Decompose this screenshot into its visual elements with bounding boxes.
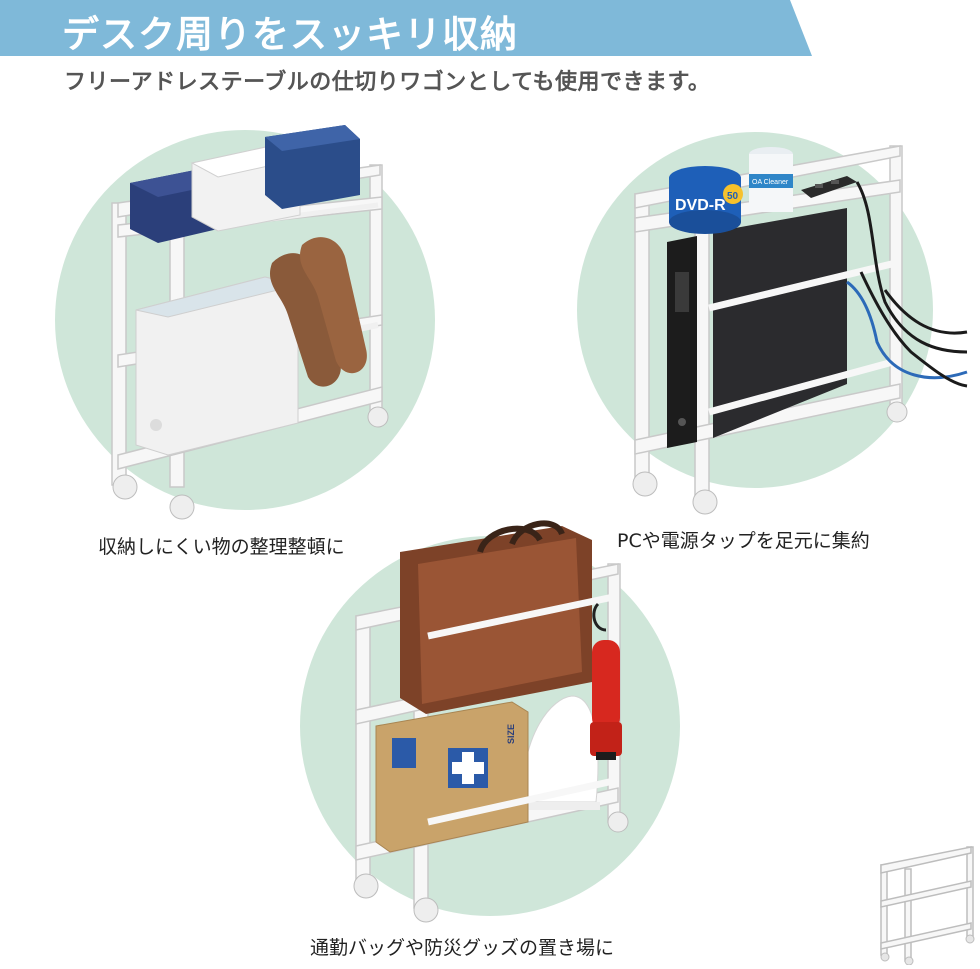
desktop-pc — [667, 236, 697, 448]
casters — [112, 406, 389, 520]
leather-shoes — [269, 237, 367, 387]
casters — [632, 401, 908, 515]
cleaner-tub: OA Cleaner — [749, 147, 793, 212]
scene-pc-illustration: DVD-R 50 OA Cleaner — [577, 132, 968, 515]
emergency-box: SIZE — [375, 701, 529, 853]
caption-pc: PCや電源タップを足元に集約 — [617, 530, 870, 552]
banner: デスク周りをスッキリ収納 — [0, 0, 812, 56]
caption-storage: 収納しにくい物の整理整頓に — [98, 536, 345, 558]
product-thumbnail — [875, 843, 977, 966]
scene-storage — [50, 125, 450, 525]
blue-box-2 — [265, 125, 360, 209]
scene-storage-illustration — [55, 125, 435, 520]
cables — [846, 181, 968, 388]
casters — [353, 811, 629, 923]
scene-bag-illustration: SIZE — [300, 520, 680, 923]
scene-pc: DVD-R 50 OA Cleaner — [575, 122, 975, 522]
rack-bar — [708, 356, 901, 416]
dvd-spindle: DVD-R 50 — [669, 166, 743, 234]
caption-bag: 通勤バッグや防災グッズの置き場に — [310, 937, 615, 959]
dvd-count: 50 — [727, 191, 739, 202]
rack-bar — [427, 592, 619, 640]
power-strip — [801, 176, 857, 198]
scene-bag: SIZE — [300, 512, 720, 928]
rack-bar — [427, 776, 619, 826]
wagon-thumbnail-illustration — [880, 846, 975, 966]
cleaner-label: OA Cleaner — [752, 179, 789, 186]
banner-title: デスク周りをスッキリ収納 — [62, 13, 518, 56]
box-side-label: SIZE — [506, 724, 516, 744]
dvd-label: DVD-R — [675, 197, 726, 214]
rack-bar — [708, 258, 901, 312]
flashlight — [590, 602, 622, 760]
file-box — [135, 276, 299, 456]
subtitle: フリーアドレステーブルの仕切りワゴンとしても使用できます。 — [64, 70, 711, 95]
banner-background — [0, 0, 812, 56]
helmet — [520, 695, 600, 810]
